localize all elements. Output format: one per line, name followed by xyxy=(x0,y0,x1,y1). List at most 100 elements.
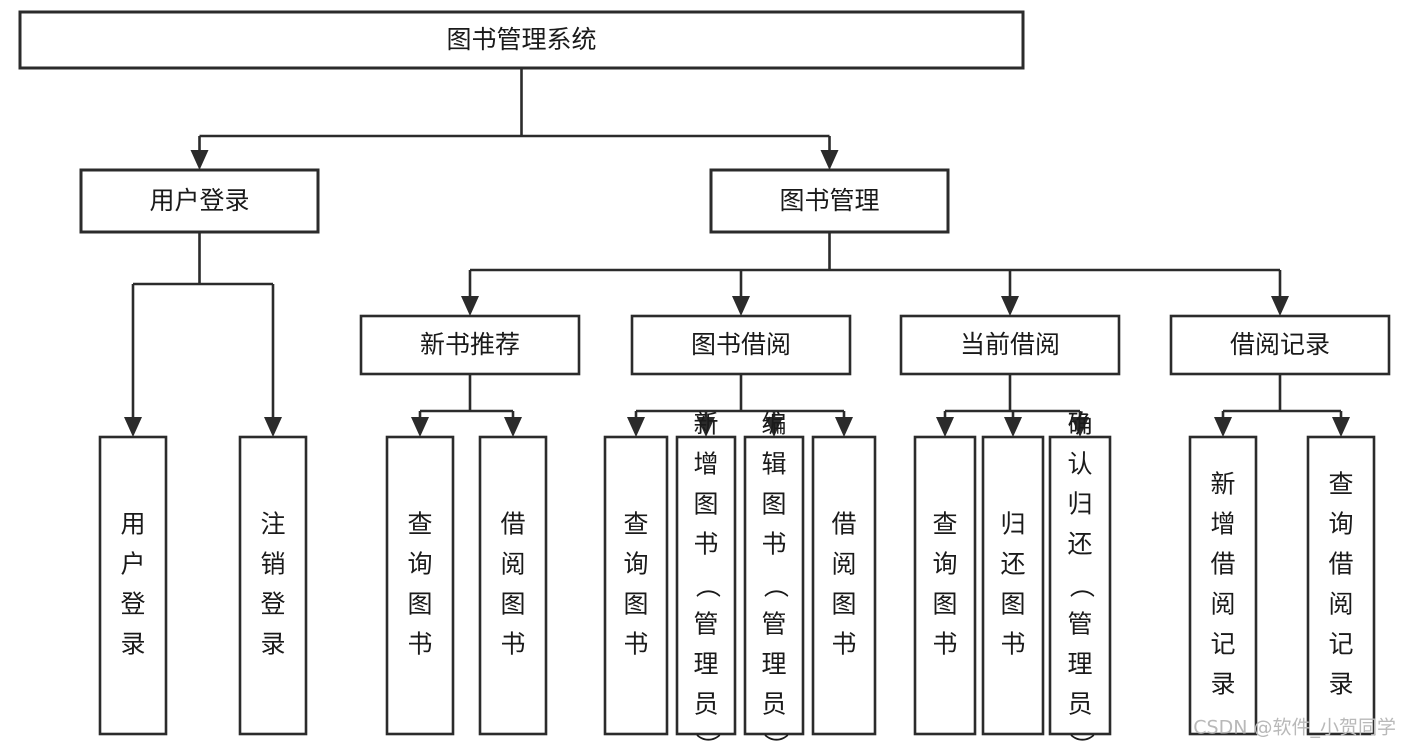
node-root-system[interactable]: 图书管理系统 xyxy=(18,10,1025,70)
node-level3-3-rect[interactable] xyxy=(1169,314,1391,376)
node-leaf-0-label-char: 用 xyxy=(120,510,145,539)
node-leaf-5-rect[interactable] xyxy=(675,435,737,736)
node-level2-0-rect[interactable] xyxy=(79,168,320,234)
node-level3-0-label: 新书推荐 xyxy=(420,330,520,359)
node-level3-0-rect[interactable] xyxy=(359,314,581,376)
node-leaf-11-rect[interactable] xyxy=(1188,435,1258,736)
node-leaf-2-label-char: 图 xyxy=(407,590,432,619)
node-leaf-0[interactable]: 用户登录 xyxy=(98,435,168,736)
node-leaf-5-label-char: 书 xyxy=(693,530,718,559)
node-level2-0-label: 用户登录 xyxy=(149,186,249,215)
node-leaf-1-label-char: 注 xyxy=(260,510,285,539)
node-leaf-12-rect[interactable] xyxy=(1306,435,1376,736)
node-leaf-5-label-char: ） xyxy=(693,733,722,747)
node-leaf-11-label-char: 阅 xyxy=(1210,590,1235,619)
node-leaf-3-label-char: 书 xyxy=(500,630,525,659)
node-leaf-6-rect[interactable] xyxy=(743,435,805,736)
node-leaf-3-rect[interactable] xyxy=(478,435,548,736)
node-leaf-2-rect[interactable] xyxy=(385,435,455,736)
node-leaf-8-rect[interactable] xyxy=(913,435,977,736)
node-leaf-6-label-char: ） xyxy=(761,733,790,747)
node-leaf-12-label-char: 记 xyxy=(1328,630,1353,659)
node-leaf-6-label-char: 编 xyxy=(761,410,786,439)
node-level3-1[interactable]: 图书借阅 xyxy=(630,314,852,376)
node-leaf-4-rect[interactable] xyxy=(603,435,669,736)
node-leaf-6-label-char: 员 xyxy=(761,690,786,719)
node-level2-1[interactable]: 图书管理 xyxy=(709,168,950,234)
node-leaf-8-label-char: 询 xyxy=(932,550,957,579)
node-leaf-6-label-char: 理 xyxy=(761,650,786,679)
node-level3-0[interactable]: 新书推荐 xyxy=(359,314,581,376)
node-level3-2-rect[interactable] xyxy=(899,314,1121,376)
node-level2-1-rect[interactable] xyxy=(709,168,950,234)
node-level3-3-label: 借阅记录 xyxy=(1230,330,1330,359)
node-leaf-6-label-char: 图 xyxy=(761,490,786,519)
node-leaf-5-label-char: 新 xyxy=(693,410,718,439)
node-leaf-9-label-char: 图 xyxy=(1000,590,1025,619)
node-leaf-8-label-char: 书 xyxy=(932,630,957,659)
node-leaf-1-label-char: 登 xyxy=(260,590,285,619)
login-to-leaves-arrow-1 xyxy=(264,417,282,437)
level3-2-to-leaves-arrow-0 xyxy=(936,417,954,437)
node-leaf-12-label-char: 询 xyxy=(1328,510,1353,539)
login-to-leaves-arrow-0 xyxy=(124,417,142,437)
node-level3-2-label: 当前借阅 xyxy=(960,330,1060,359)
node-leaf-10-label-char: 归 xyxy=(1067,490,1092,519)
level3-0-to-leaves-arrow-1 xyxy=(504,417,522,437)
node-leaf-4-label-char: 书 xyxy=(623,630,648,659)
manage-to-level3-arrow-0 xyxy=(461,296,479,316)
node-leaf-10-label-char: ） xyxy=(1067,733,1096,747)
node-leaf-10-label-char: 确 xyxy=(1067,410,1092,439)
node-leaf-11-label-char: 记 xyxy=(1210,630,1235,659)
node-leaf-11-label-char: 借 xyxy=(1210,550,1235,579)
node-boxes-group: 图书管理系统用户登录图书管理新书推荐图书借阅当前借阅借阅记录用户登录注销登录查询… xyxy=(18,10,1391,747)
node-leaf-0-rect[interactable] xyxy=(98,435,168,736)
node-leaf-2-label-char: 书 xyxy=(407,630,432,659)
root-to-level2-arrow-1 xyxy=(820,150,839,170)
node-level3-3[interactable]: 借阅记录 xyxy=(1169,314,1391,376)
node-leaf-10-label-char: 认 xyxy=(1067,450,1092,479)
node-leaf-9-label-char: 归 xyxy=(1000,510,1025,539)
node-leaf-5-label-char: 图 xyxy=(693,490,718,519)
node-leaf-12-label-char: 阅 xyxy=(1328,590,1353,619)
level3-2-to-leaves-arrow-1 xyxy=(1004,417,1022,437)
node-leaf-12-label-char: 查 xyxy=(1328,470,1353,499)
node-root-system-label: 图书管理系统 xyxy=(446,25,596,54)
node-leaf-7-label-char: 阅 xyxy=(831,550,856,579)
node-level3-1-label: 图书借阅 xyxy=(691,330,791,359)
node-leaf-10-label-char: 员 xyxy=(1067,690,1092,719)
node-leaf-8-label-char: 查 xyxy=(932,510,957,539)
node-level3-1-rect[interactable] xyxy=(630,314,852,376)
level3-1-to-leaves-arrow-1 xyxy=(697,417,715,437)
node-leaf-2-label-char: 询 xyxy=(407,550,432,579)
node-leaf-0-label-char: 录 xyxy=(120,630,145,659)
node-leaf-9-rect[interactable] xyxy=(981,435,1045,736)
node-level3-2[interactable]: 当前借阅 xyxy=(899,314,1121,376)
node-leaf-10-rect[interactable] xyxy=(1048,435,1112,736)
node-level2-0[interactable]: 用户登录 xyxy=(79,168,320,234)
node-leaf-6-label-char: 书 xyxy=(761,530,786,559)
node-leaf-5-label-char: （ xyxy=(693,573,722,598)
node-leaf-7-label-char: 书 xyxy=(831,630,856,659)
node-leaf-5-label-char: 员 xyxy=(693,690,718,719)
level3-1-to-leaves-arrow-3 xyxy=(835,417,853,437)
node-root-system-rect[interactable] xyxy=(18,10,1025,70)
node-leaf-7-rect[interactable] xyxy=(811,435,877,736)
node-leaf-1-rect[interactable] xyxy=(238,435,308,736)
node-leaf-11-label-char: 录 xyxy=(1210,670,1235,699)
node-leaf-4-label-char: 查 xyxy=(623,510,648,539)
node-leaf-9-label-char: 书 xyxy=(1000,630,1025,659)
